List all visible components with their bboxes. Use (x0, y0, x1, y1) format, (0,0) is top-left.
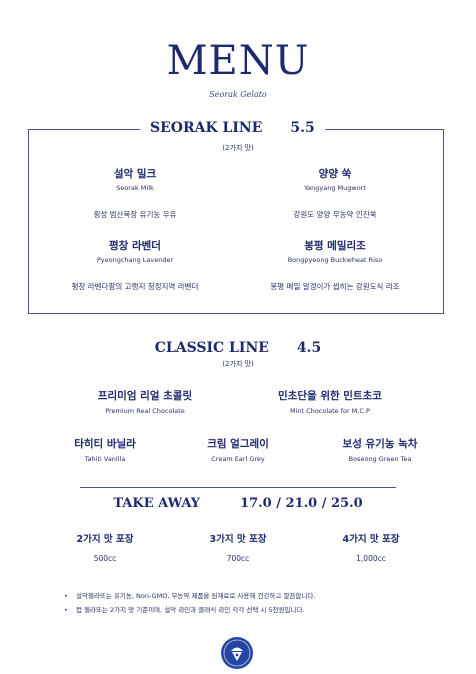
menu-item-bongpyeong-buckwheat: 봉평 메밀리조 Bongpyeong Buckwheat Riso 봉평 메밀 … (235, 238, 435, 292)
logo-mark-icon (223, 639, 251, 667)
takeaway-option-4: 4가지 맛 포장 1,000cc (316, 531, 426, 563)
take-away-heading: TAKE AWAY 17.0 / 21.0 / 25.0 (0, 496, 476, 511)
classic-line-price: 4.5 (296, 340, 322, 356)
note-text: 설악젤라또는 유기농, Non-GMO, 무농약 제품을 원재료로 사용해 건강… (76, 592, 316, 600)
seorak-line-subtitle: (2가지 맛) (222, 144, 254, 152)
menu-item-yangyang-mugwort: 양양 쑥 Yangyang Mugwort 강원도 양양 무농약 인진쑥 (235, 166, 435, 220)
takeaway-option-3: 3가지 맛 포장 700cc (183, 531, 293, 563)
item-name-en: Bongpyeong Buckwheat Riso (287, 256, 383, 264)
seorak-line-title: SEORAK LINE (150, 120, 263, 136)
take-away-title: TAKE AWAY (113, 496, 201, 511)
bullet: • (64, 592, 68, 600)
menu-item-seorak-milk: 설악 밀크 Seorak Milk 횡성 범산목장 유기농 우유 (40, 166, 230, 220)
brand-subtitle: Seorak Gelato (209, 90, 267, 99)
item-name-en: Mint Chocolate for M.C.P (290, 407, 370, 415)
item-description: 봉평 메밀 알갱이가 씹히는 강원도식 리조 (270, 282, 400, 291)
menu-item-premium-chocolate: 프리미엄 리얼 초콜릿 Premium Real Chocolate (60, 388, 230, 415)
item-name-en: Yangyang Mugwort (304, 184, 366, 192)
menu-item-tahiti-vanilla: 타히티 바닐라 Tahiti Vanilla (40, 436, 170, 463)
menu-item-pyeongchang-lavender: 평창 라벤더 Pyeongchang Lavender 평창 라벤다팜의 고랭지… (40, 238, 230, 292)
menu-item-boseong-green-tea: 보성 유기농 녹차 Boseong Green Tea (310, 436, 450, 463)
takeaway-option-volume: 1,000cc (356, 554, 386, 563)
menu-item-cream-earl-grey: 크림 얼그레이 Cream Earl Grey (173, 436, 303, 463)
item-name-ko: 프리미엄 리얼 초콜릿 (97, 390, 193, 402)
bullet: • (64, 606, 68, 614)
item-name-ko: 보성 유기농 녹차 (342, 438, 418, 450)
takeaway-option-label: 3가지 맛 포장 (209, 534, 267, 545)
item-description: 평창 라벤다팜의 고랭지 청정지역 라벤더 (71, 282, 199, 291)
item-name-ko: 양양 쑥 (318, 168, 352, 180)
item-name-en: Seorak Milk (116, 184, 154, 192)
take-away-prices: 17.0 / 21.0 / 25.0 (240, 496, 363, 511)
note-line: • 컵 젤라또는 2가지 맛 기준이며, 설악 라인과 클래식 라인 각각 선택 … (64, 604, 305, 614)
note-line: • 설악젤라또는 유기농, Non-GMO, 무농약 제품을 원재료로 사용해 건… (64, 590, 315, 600)
seorak-line-price: 5.5 (290, 120, 315, 136)
item-description: 횡성 범산목장 유기농 우유 (93, 210, 177, 219)
note-text: 컵 젤라또는 2가지 맛 기준이며, 설악 라인과 클래식 라인 각각 선택 시… (76, 606, 305, 614)
item-name-ko: 설악 밀크 (113, 168, 157, 180)
section-divider (80, 487, 396, 488)
takeaway-option-label: 2가지 맛 포장 (76, 534, 134, 545)
item-name-en: Cream Earl Grey (211, 455, 265, 463)
seorak-line-heading: SEORAK LINE 5.5 (140, 120, 325, 136)
seorak-gelato-logo-icon (221, 637, 253, 669)
takeaway-option-label: 4가지 맛 포장 (342, 534, 400, 545)
item-name-ko: 봉평 메밀리조 (304, 240, 366, 252)
menu-title: MENU (166, 38, 310, 84)
item-name-en: Boseong Green Tea (348, 455, 412, 463)
item-description: 강원도 양양 무농약 인진쑥 (293, 210, 377, 219)
item-name-en: Tahiti Vanilla (84, 455, 126, 463)
takeaway-option-2: 2가지 맛 포장 500cc (50, 531, 160, 563)
takeaway-option-volume: 500cc (93, 554, 117, 563)
item-name-ko: 타히티 바닐라 (74, 438, 136, 450)
item-name-ko: 평창 라벤더 (109, 240, 161, 252)
item-name-ko: 민초단을 위한 민트초코 (278, 390, 382, 402)
classic-line-subtitle: (2가지 맛) (222, 360, 254, 368)
classic-line-title: CLASSIC LINE (154, 340, 269, 356)
item-name-ko: 크림 얼그레이 (207, 438, 269, 450)
takeaway-option-volume: 700cc (226, 554, 250, 563)
item-name-en: Premium Real Chocolate (105, 407, 185, 415)
menu-item-mint-chocolate: 민초단을 위한 민트초코 Mint Chocolate for M.C.P (240, 388, 420, 415)
classic-line-heading: CLASSIC LINE 4.5 (0, 340, 476, 356)
item-name-en: Pyeongchang Lavender (96, 256, 174, 264)
